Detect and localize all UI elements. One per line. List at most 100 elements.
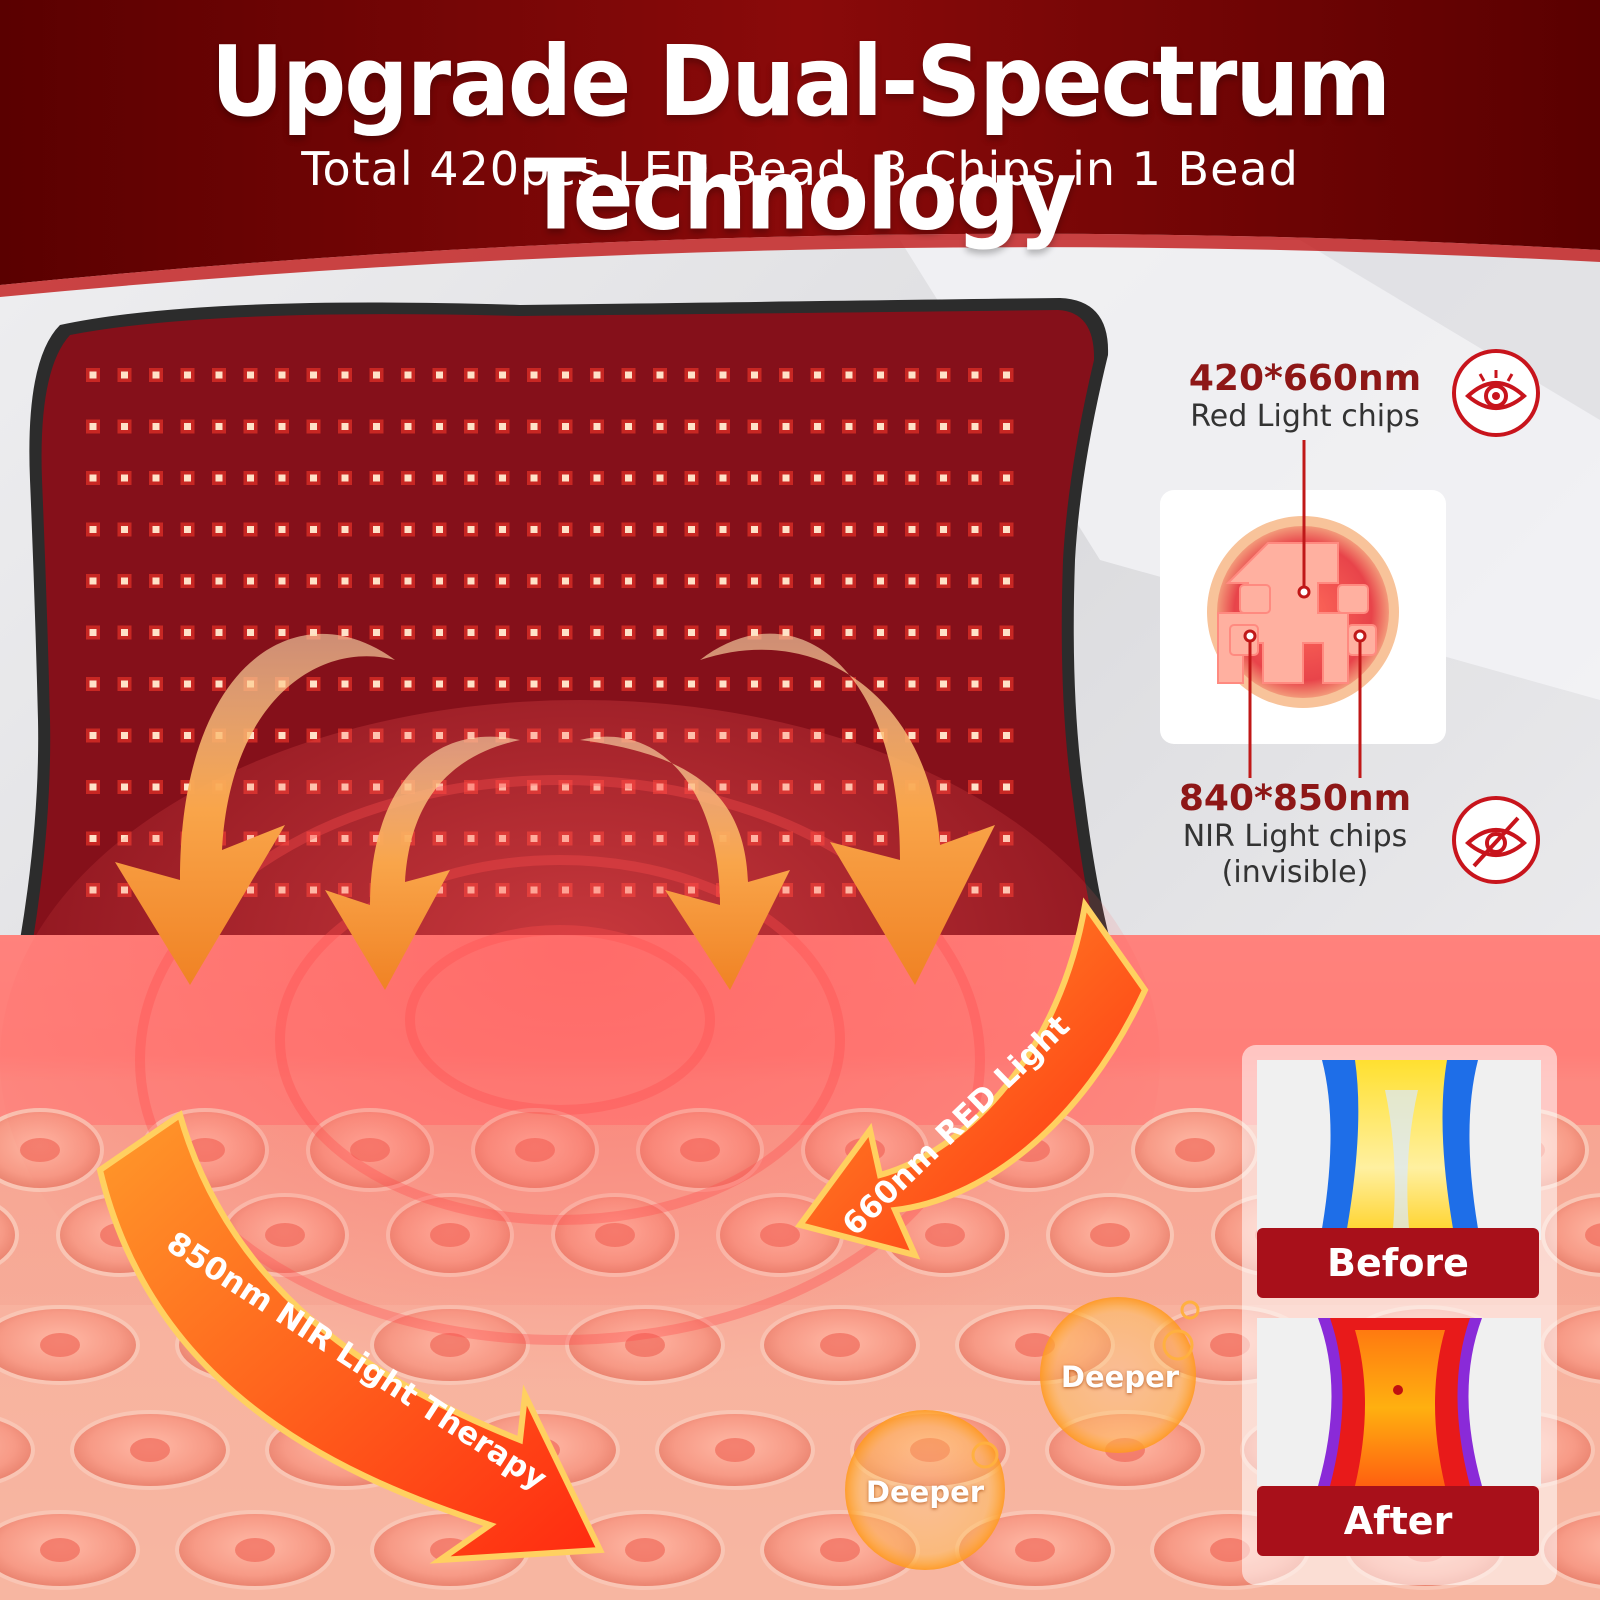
- led-bead: [184, 474, 191, 482]
- led-bead: [467, 474, 475, 482]
- deeper-bubble-label: Deeper: [865, 1475, 985, 1509]
- led-bead: [499, 577, 506, 585]
- eye-icon: [1452, 349, 1540, 437]
- led-bead: [625, 629, 632, 636]
- led-bead: [688, 577, 695, 585]
- led-bead: [404, 423, 412, 430]
- led-bead: [530, 577, 538, 585]
- led-bead: [940, 629, 947, 636]
- led-bead: [814, 371, 821, 379]
- led-bead: [751, 577, 758, 585]
- led-bead: [184, 371, 191, 379]
- led-bead: [121, 423, 128, 430]
- led-bead: [656, 474, 664, 482]
- led-bead: [593, 629, 601, 636]
- led-bead: [341, 577, 349, 585]
- led-bead: [152, 629, 160, 636]
- led-bead: [656, 629, 664, 636]
- red-light-arrow: [794, 897, 1149, 1260]
- led-bead: [1003, 629, 1010, 636]
- led-bead: [625, 526, 632, 533]
- led-bead: [278, 577, 286, 585]
- led-bead: [310, 577, 317, 585]
- led-bead: [656, 577, 664, 585]
- led-bead: [719, 474, 727, 482]
- led-bead: [89, 526, 97, 533]
- led-bead: [751, 371, 758, 379]
- led-bead: [467, 371, 475, 379]
- led-bead: [562, 629, 569, 636]
- led-bead: [184, 526, 191, 533]
- led-bead: [971, 423, 979, 430]
- led-bead: [1003, 371, 1010, 379]
- led-bead: [908, 526, 916, 533]
- page-subtitle: Total 420pcs LED Bead, 3 Chips in 1 Bead: [301, 142, 1299, 196]
- led-bead: [121, 526, 128, 533]
- led-bead: [89, 732, 97, 739]
- led-bead: [152, 423, 160, 430]
- led-bead: [152, 732, 160, 739]
- led-bead: [247, 474, 254, 482]
- led-bead: [404, 680, 412, 688]
- red-chip-wavelength: 420*660nm: [1188, 358, 1422, 399]
- led-bead: [341, 371, 349, 379]
- led-bead: [278, 474, 286, 482]
- led-bead: [593, 680, 601, 688]
- skin-cell-nucleus: [1090, 1223, 1130, 1247]
- led-bead: [215, 629, 223, 636]
- led-bead: [562, 423, 569, 430]
- led-bead: [404, 526, 412, 533]
- led-bead: [814, 423, 821, 430]
- led-bead: [908, 629, 916, 636]
- led-bead: [908, 577, 916, 585]
- led-bead: [940, 680, 947, 688]
- led-bead: [215, 423, 223, 430]
- led-bead: [341, 423, 349, 430]
- led-bead: [436, 680, 443, 688]
- curved-arrow-3: [580, 736, 790, 990]
- led-bead: [908, 423, 916, 430]
- led-bead: [908, 732, 916, 739]
- led-bead: [215, 371, 223, 379]
- led-bead: [530, 629, 538, 636]
- led-bead: [719, 629, 727, 636]
- led-bead: [499, 474, 506, 482]
- led-bead: [89, 577, 97, 585]
- led-bead: [1003, 526, 1010, 533]
- led-bead: [845, 629, 853, 636]
- led-bead: [89, 835, 97, 842]
- led-bead: [341, 680, 349, 688]
- led-bead: [404, 577, 412, 585]
- led-bead: [121, 732, 128, 739]
- led-bead: [971, 371, 979, 379]
- skin-cell-nucleus: [1210, 1333, 1250, 1357]
- led-bead: [751, 526, 758, 533]
- eye-slash-icon: [1452, 796, 1540, 884]
- led-bead: [625, 680, 632, 688]
- led-bead: [247, 423, 254, 430]
- led-bead: [341, 474, 349, 482]
- skin-cell-nucleus: [235, 1538, 275, 1562]
- led-bead: [971, 680, 979, 688]
- led-bead: [467, 680, 475, 688]
- nir-chip-label: NIR Light chips: [1182, 819, 1408, 854]
- led-bead: [877, 732, 884, 739]
- nir-chip-spec: 840*850nm NIR Light chips (invisible): [1125, 778, 1465, 891]
- led-bead: [310, 423, 317, 430]
- curved-arrow-2: [325, 736, 520, 990]
- led-bead: [1003, 680, 1010, 688]
- led-bead: [751, 474, 758, 482]
- led-bead: [845, 526, 853, 533]
- skin-cell-nucleus: [1210, 1538, 1250, 1562]
- header-band: [0, 0, 1600, 285]
- led-bead: [499, 526, 506, 533]
- led-bead: [877, 371, 884, 379]
- led-bead: [499, 371, 506, 379]
- led-bead: [499, 423, 506, 430]
- led-bead: [782, 629, 790, 636]
- led-bead: [247, 629, 254, 636]
- led-bead: [1003, 732, 1010, 739]
- led-bead: [593, 526, 601, 533]
- led-bead: [530, 371, 538, 379]
- skin-cell-nucleus: [820, 1538, 860, 1562]
